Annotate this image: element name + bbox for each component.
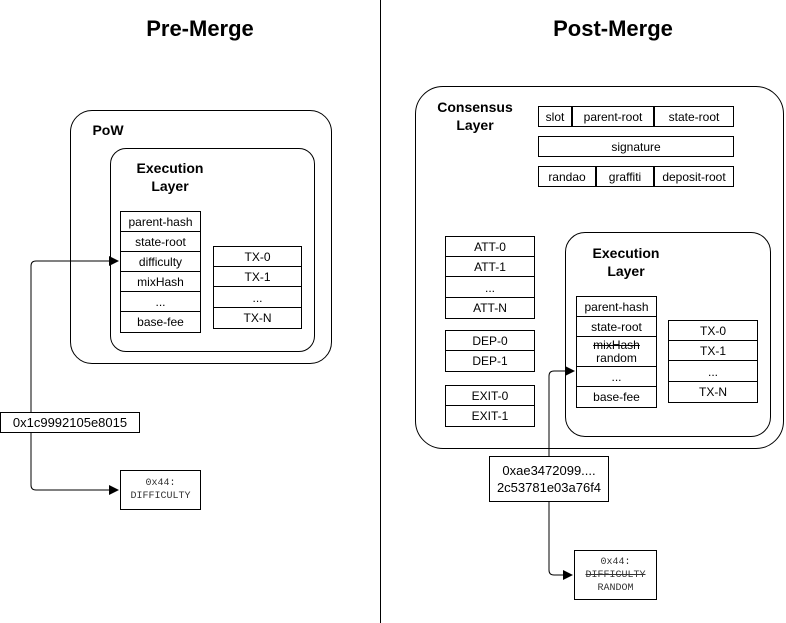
post-merge-title: Post-Merge: [553, 16, 673, 41]
tx-item: TX-1: [213, 266, 302, 288]
pre-difficulty-value: 0x1c9992105e8015: [0, 412, 140, 433]
pre-execution-label-line1: Execution: [136, 160, 204, 176]
arrow-value-to-difficulty: [30, 256, 119, 412]
consensus-label-line1: Consensus: [437, 99, 513, 115]
beacon-field-state-root: state-root: [654, 106, 734, 127]
beacon-field-graffiti: graffiti: [596, 166, 654, 187]
beacon-field-randao: randao: [538, 166, 596, 187]
header-field-base-fee: base-fee: [120, 311, 201, 333]
arrow-value-to-random-opcode: [548, 502, 573, 580]
header-field-parent-hash: parent-hash: [576, 296, 657, 318]
beacon-field-parent-root: parent-root: [572, 106, 654, 127]
exit-list: EXIT-0 EXIT-1: [445, 385, 535, 427]
opcode-number: 0x44:: [600, 556, 631, 568]
post-random-value: 0xae3472099.... 2c53781e03a76f4: [489, 456, 609, 502]
consensus-layer-label: Consensus Layer: [428, 98, 522, 134]
pre-merge-title: Pre-Merge: [146, 16, 254, 41]
tx-item: TX-0: [668, 320, 758, 342]
arrow-value-to-opcode: [30, 433, 119, 495]
tx-item: TX-N: [668, 381, 758, 403]
pre-block-header-fields: parent-hash state-root difficulty mixHas…: [120, 211, 201, 333]
pre-execution-label-line2: Layer: [151, 178, 189, 194]
random-value-line2: 2c53781e03a76f4: [496, 480, 602, 495]
header-field-base-fee: base-fee: [576, 386, 657, 408]
pre-execution-layer-label: Execution Layer: [124, 159, 216, 195]
beacon-field-slot: slot: [538, 106, 572, 127]
beacon-field-deposit-root: deposit-root: [654, 166, 734, 187]
consensus-label-line2: Layer: [456, 117, 494, 133]
header-field-state-root: state-root: [576, 316, 657, 338]
arrow-value-to-random: [548, 366, 575, 456]
opcode-name-struck: DIFFICULTY: [585, 569, 646, 581]
post-execution-label-line2: Layer: [607, 263, 645, 279]
beacon-field-signature: signature: [538, 136, 734, 157]
random-value-line1: 0xae3472099....: [502, 463, 596, 478]
header-field-parent-hash: parent-hash: [120, 211, 201, 233]
attestation-item: ATT-N: [445, 297, 535, 319]
header-field-mixhash-struck: mixHash: [593, 338, 640, 352]
pow-label: PoW: [92, 122, 124, 138]
header-field-random: random: [596, 351, 637, 365]
opcode-name-new: RANDOM: [597, 582, 634, 594]
tx-item: TX-0: [213, 246, 302, 268]
exit-item: EXIT-1: [445, 405, 535, 427]
opcode-name: DIFFICULTY: [130, 491, 191, 502]
deposit-item: DEP-1: [445, 350, 535, 372]
post-opcode-box: 0x44: DIFFICULTY RANDOM: [574, 550, 657, 600]
post-execution-label-line1: Execution: [592, 245, 660, 261]
attestation-item: ATT-0: [445, 236, 535, 258]
post-execution-layer-label: Execution Layer: [580, 244, 672, 280]
opcode-number: 0x44:: [145, 478, 176, 489]
post-transaction-list: TX-0 TX-1 ... TX-N: [668, 320, 758, 403]
deposit-list: DEP-0 DEP-1: [445, 330, 535, 372]
attestation-list: ATT-0 ATT-1 ... ATT-N: [445, 236, 535, 319]
pre-transaction-list: TX-0 TX-1 ... TX-N: [213, 246, 302, 329]
tx-item: TX-N: [213, 307, 302, 329]
post-block-header-fields: parent-hash state-root mixHash random ..…: [576, 296, 657, 408]
pre-opcode-box: 0x44: DIFFICULTY: [120, 470, 201, 510]
section-divider: [380, 0, 381, 623]
